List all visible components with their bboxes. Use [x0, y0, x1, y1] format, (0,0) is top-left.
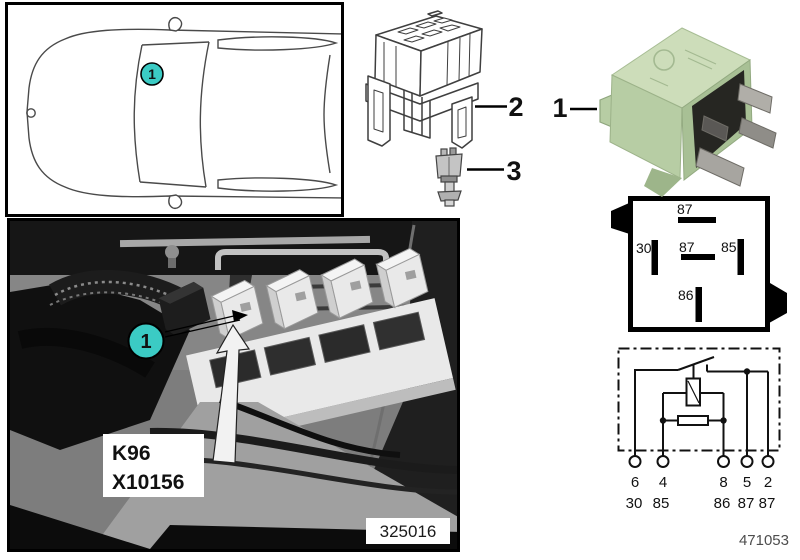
photo-leader-arrow [164, 310, 248, 338]
relay-photo [599, 27, 777, 197]
car-location-panel: 1 [5, 2, 344, 217]
right-mount-tab [770, 283, 787, 323]
connector-drawing [435, 147, 463, 207]
left-mount-tab [611, 203, 628, 234]
photo-pointer-arrow [212, 323, 251, 464]
car-location-marker[interactable]: 1 [140, 62, 164, 86]
pin-blade-30 [651, 240, 658, 275]
component-code-label: K96 X10156 [103, 434, 204, 497]
component-code: K96 [112, 442, 151, 465]
photo-marker-label: 1 [140, 331, 151, 353]
relay-schematic: 6 4 8 5 2 30 85 86 87 87 [617, 347, 781, 512]
callout-connector-number[interactable]: 3 [506, 156, 521, 186]
diagram-number: 471053 [739, 532, 789, 549]
photo-marker-circle[interactable] [127, 322, 165, 360]
pin-blade-86 [695, 287, 702, 322]
pin-label-87-center: 87 [679, 239, 695, 255]
windshield-pillars [139, 41, 210, 188]
pin-blade-85 [737, 239, 744, 275]
engine-bay-photo: K96 X10156 325016 1 [10, 221, 457, 549]
pin-number-2: 8 [719, 474, 727, 491]
rear-window-edge [323, 54, 331, 174]
relay-pins [695, 83, 777, 187]
pin-blade-87-center [681, 254, 715, 260]
switch-arm [677, 356, 715, 371]
resistor-symbol [677, 415, 709, 426]
pin-label-85: 85 [721, 239, 737, 255]
hood-line [133, 44, 143, 183]
callout-connector[interactable]: 3 [467, 156, 522, 186]
photo-relay-row [210, 247, 429, 341]
engine-bay-photo-panel: K96 X10156 325016 1 [7, 218, 460, 552]
photo-location-marker[interactable]: 1 [127, 322, 165, 360]
pin-number-3: 5 [743, 474, 751, 491]
connector-code: X10156 [112, 471, 184, 494]
relay-pin-diagram: 87 30 87 85 86 [611, 196, 787, 332]
photo-id-label: 325016 [366, 518, 450, 544]
terminal-number-2: 86 [714, 495, 731, 512]
pin-label-87-top: 87 [677, 201, 693, 217]
relay-pin-recess [692, 70, 746, 168]
relay-roundel [653, 49, 675, 71]
right-mirror [168, 194, 183, 210]
car-marker-circle[interactable] [140, 62, 164, 86]
relay-carrier [158, 247, 456, 448]
pin-number-0: 6 [631, 474, 639, 491]
relay-socket-drawing [365, 10, 483, 149]
terminal-number-1: 85 [653, 495, 670, 512]
pin-number-4: 2 [764, 474, 772, 491]
right-side-window [217, 177, 339, 192]
callout-relay-number[interactable]: 1 [552, 93, 567, 123]
photo-id-text: 325016 [380, 522, 437, 541]
schematic-terminals [628, 455, 775, 468]
terminal-number-4: 87 [759, 495, 776, 512]
callout-socket[interactable]: 2 [475, 92, 524, 122]
callout-socket-number[interactable]: 2 [508, 92, 523, 122]
pin-blade-87-top [678, 217, 716, 223]
pin-number-1: 4 [659, 474, 667, 491]
callout-relay[interactable]: 1 [552, 93, 597, 123]
left-mirror [168, 16, 183, 32]
car-top-view-drawing [26, 16, 341, 210]
hood-badge [26, 108, 36, 118]
left-side-window [217, 36, 339, 51]
terminal-number-3: 87 [738, 495, 755, 512]
terminal-number-0: 30 [626, 495, 643, 512]
pin-label-86: 86 [678, 287, 694, 303]
pin-label-30: 30 [636, 240, 652, 256]
car-marker-label: 1 [148, 66, 156, 82]
windshield-rear-edge [199, 41, 210, 188]
